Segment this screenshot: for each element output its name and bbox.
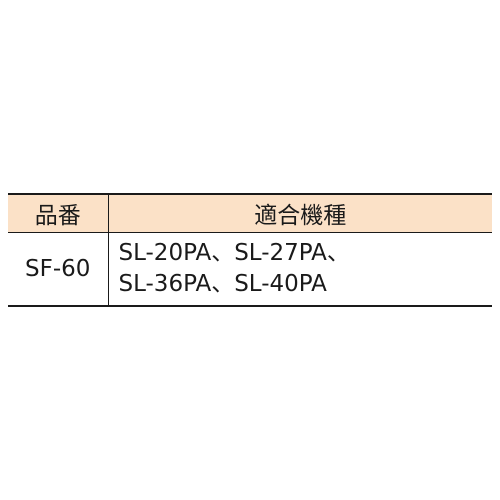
cell-compatible-models: SL-20PA、SL-27PA、 SL-36PA、SL-40PA <box>107 232 492 307</box>
compatible-models-line-1: SL-20PA、SL-27PA、 <box>118 239 350 266</box>
header-part-number: 品番 <box>8 193 108 233</box>
compatible-models-line-2: SL-36PA、SL-40PA <box>118 270 327 297</box>
cell-part-number: SF-60 <box>8 232 108 307</box>
table-row: SF-60 SL-20PA、SL-27PA、 SL-36PA、SL-40PA <box>8 232 492 307</box>
spec-table: 品番 適合機種 SF-60 SL-20PA、SL-27PA、 SL-36PA、S… <box>8 193 492 307</box>
header-row: 品番 適合機種 <box>8 193 492 233</box>
header-compatible-models: 適合機種 <box>107 193 492 233</box>
